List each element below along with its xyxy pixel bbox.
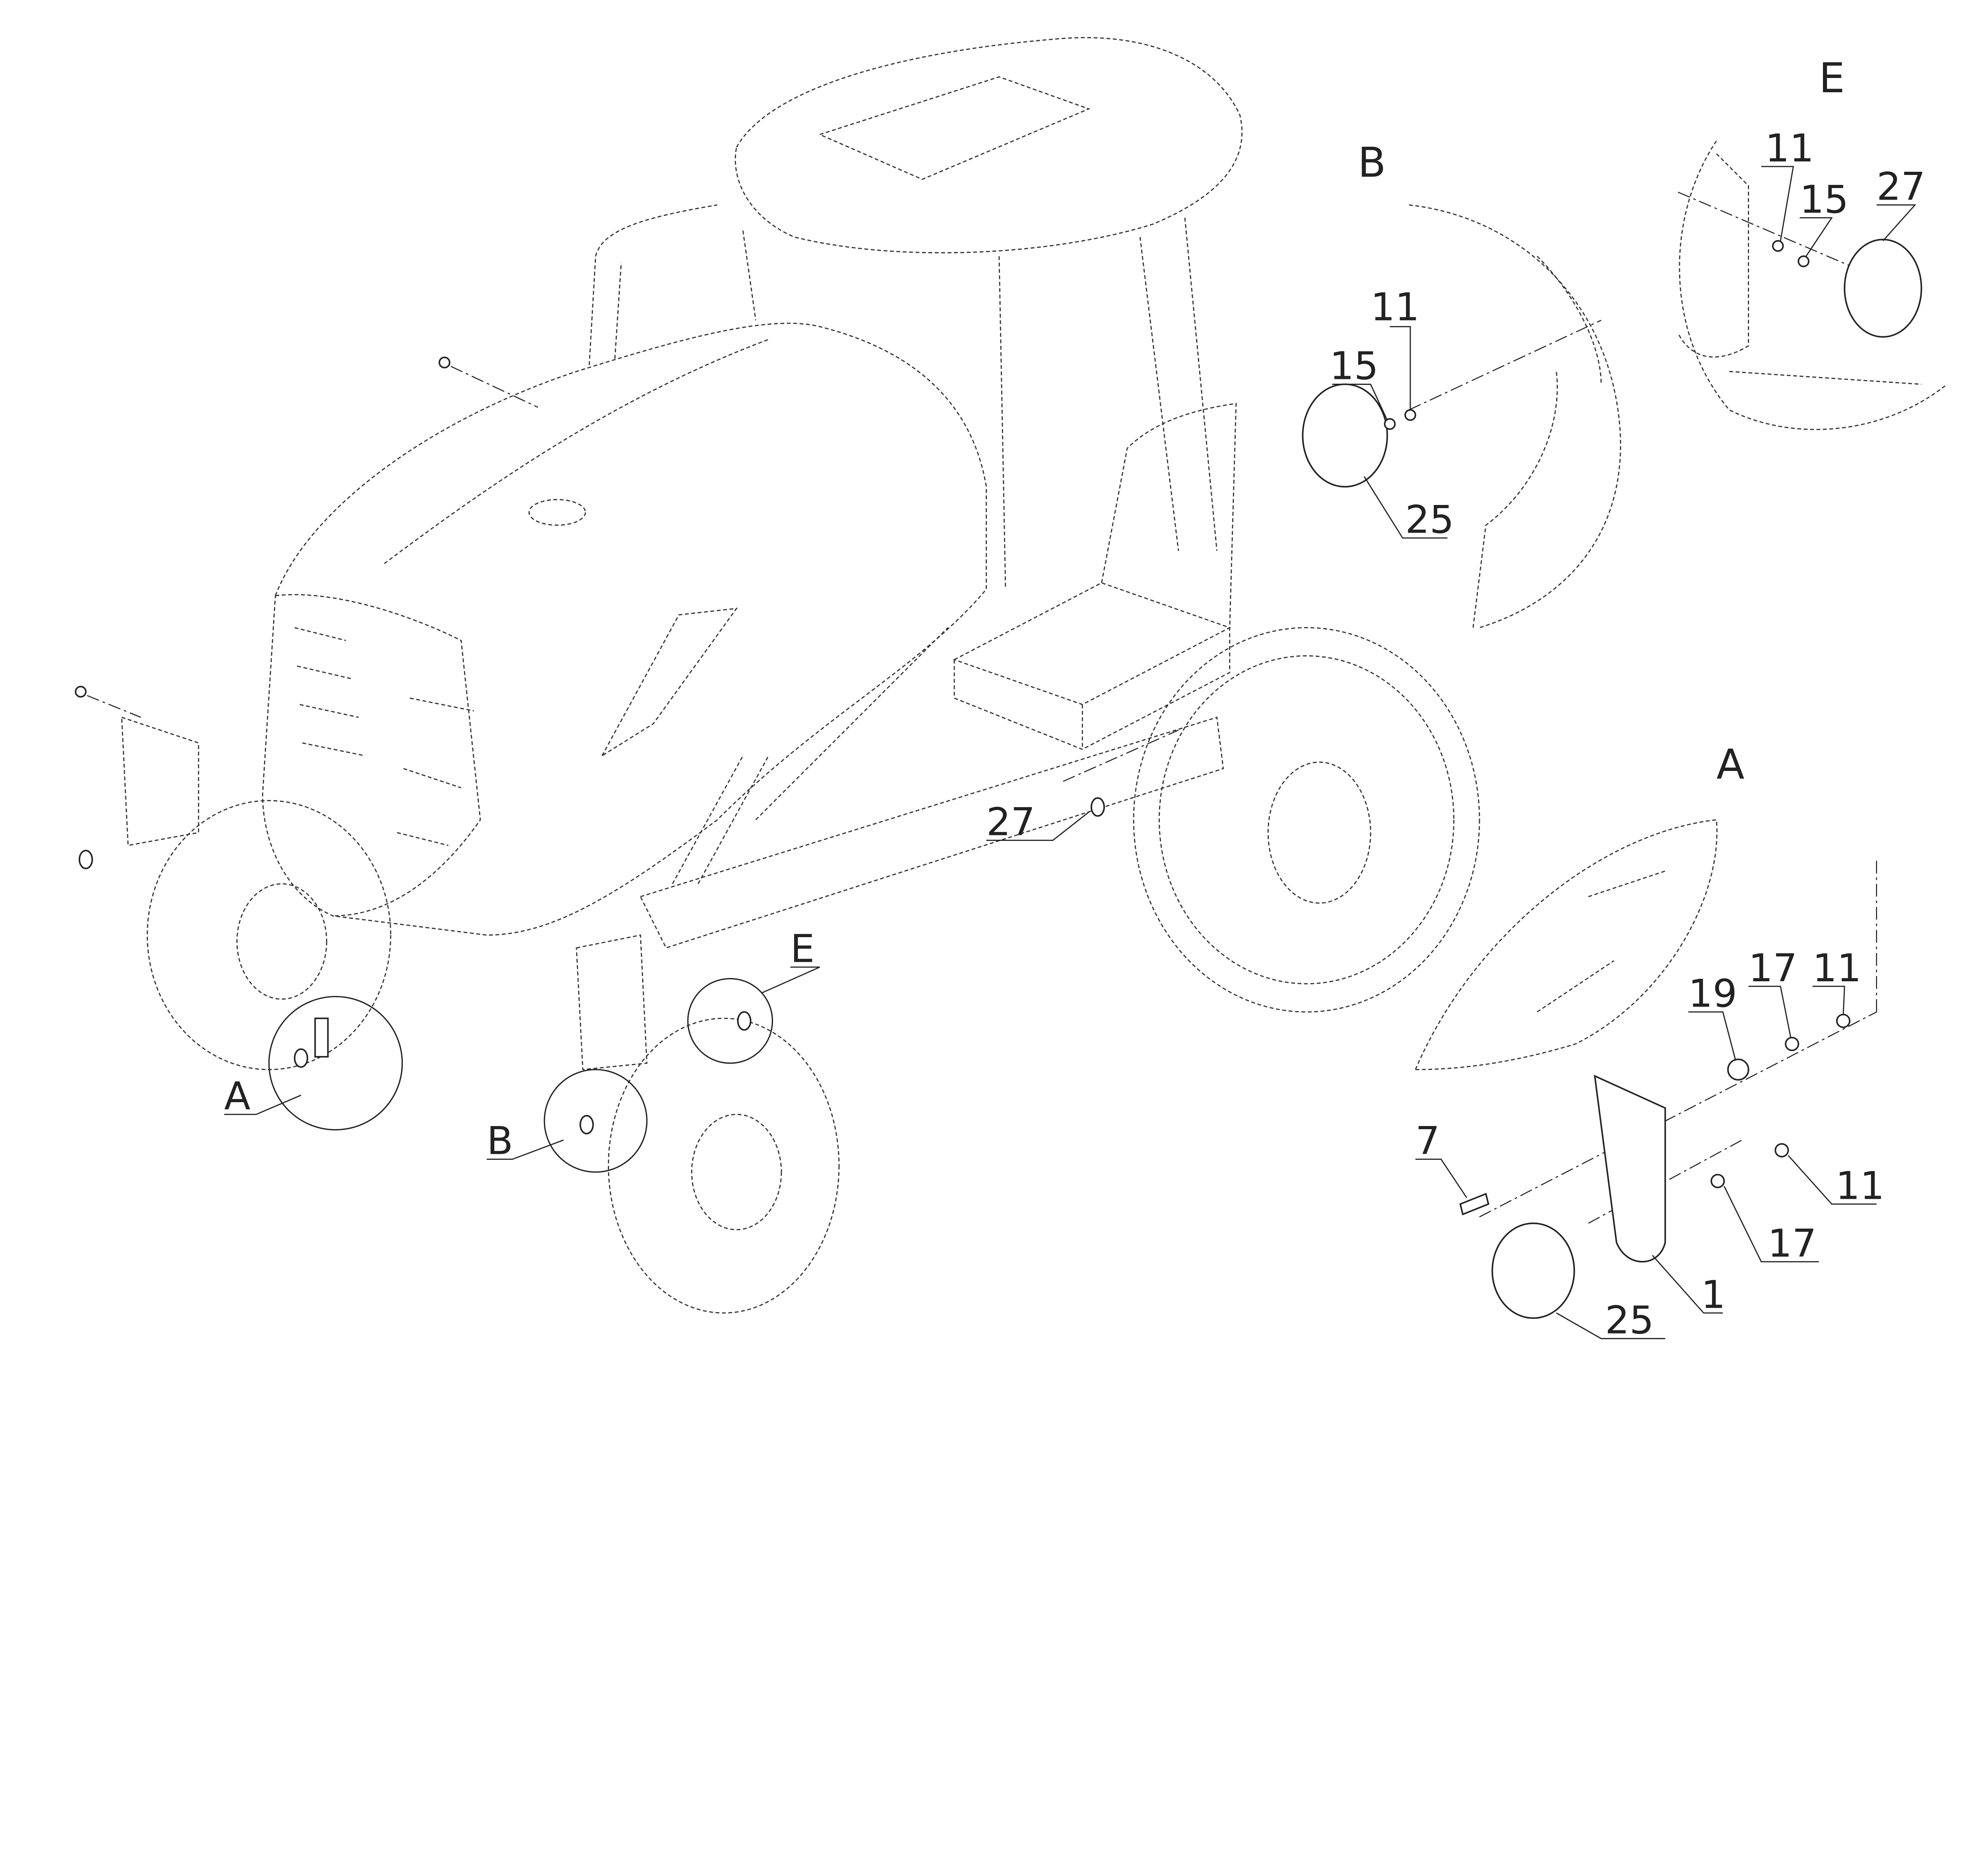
detail-a-callout-7: 7 bbox=[1415, 1118, 1440, 1163]
part-7-bolt bbox=[1459, 1192, 1489, 1215]
hood-seam bbox=[384, 339, 769, 564]
reflector-part bbox=[78, 850, 93, 870]
detail-b-title: B bbox=[1358, 139, 1386, 187]
part-17-washer-lower bbox=[1710, 1174, 1725, 1188]
part-15-washer bbox=[1798, 255, 1809, 268]
part-17-washer bbox=[1785, 1037, 1800, 1051]
front-wheel-left bbox=[147, 800, 392, 1070]
detail-a: A 19 17 11 7 11 17 1 25 bbox=[1414, 741, 1885, 1343]
detail-e-callout-11: 11 bbox=[1765, 126, 1814, 171]
reflector-part bbox=[75, 685, 87, 698]
detail-a-callout-17: 17 bbox=[1749, 946, 1798, 990]
detail-b-callout-11: 11 bbox=[1371, 284, 1419, 329]
side-decal bbox=[600, 608, 738, 757]
callout-detail-a: A bbox=[224, 1074, 250, 1118]
roof-panel bbox=[818, 76, 1091, 180]
detail-a-callout-25: 25 bbox=[1605, 1298, 1654, 1343]
part-27-reflector bbox=[1844, 239, 1922, 338]
platform-rail bbox=[1101, 403, 1237, 628]
detail-e: E 11 15 27 bbox=[1677, 54, 1947, 430]
side-vents bbox=[672, 627, 949, 884]
front-wheel-right bbox=[608, 1017, 840, 1314]
detail-e-title: E bbox=[1819, 54, 1845, 102]
grille-slots bbox=[294, 627, 474, 846]
frame bbox=[639, 716, 1224, 949]
reflector-part-27 bbox=[1090, 797, 1105, 817]
reflector-part bbox=[439, 356, 450, 369]
part-25-reflector bbox=[1491, 1222, 1575, 1319]
front-fender-right bbox=[576, 934, 648, 1070]
detail-a-callout-1: 1 bbox=[1701, 1272, 1725, 1317]
part-19-spacer bbox=[1727, 1058, 1749, 1081]
parts-diagram: 27 A B E B 11 15 25 E bbox=[75, 37, 1947, 1343]
part-25-reflector bbox=[1302, 383, 1388, 488]
rear-wheel bbox=[1133, 627, 1480, 1013]
platform bbox=[953, 582, 1231, 750]
hood-cap bbox=[528, 499, 586, 526]
part-11-nut bbox=[1836, 1013, 1850, 1028]
detail-a-callout-19: 19 bbox=[1688, 971, 1737, 1016]
part-15-washer bbox=[1384, 418, 1396, 430]
detail-a-callout-17-lower: 17 bbox=[1768, 1221, 1817, 1266]
grille bbox=[275, 594, 481, 916]
part-11-nut bbox=[1404, 409, 1416, 421]
part-11-nut bbox=[1772, 240, 1784, 252]
detail-b-callout-25: 25 bbox=[1405, 497, 1454, 542]
detail-e-callout-27: 27 bbox=[1877, 164, 1926, 209]
detail-circle-a[interactable] bbox=[268, 996, 403, 1131]
detail-circle-b[interactable] bbox=[544, 1069, 648, 1173]
detail-circle-e[interactable] bbox=[687, 978, 773, 1064]
cab-posts bbox=[742, 217, 1218, 589]
detail-a-callout-11-lower: 11 bbox=[1836, 1163, 1885, 1208]
detail-a-title: A bbox=[1716, 741, 1745, 789]
tractor-main-view: 27 A B E bbox=[75, 37, 1480, 1314]
hood bbox=[262, 322, 987, 936]
callout-27: 27 bbox=[986, 800, 1035, 845]
callout-detail-e: E bbox=[790, 926, 815, 971]
callout-detail-b: B bbox=[487, 1118, 513, 1163]
cab-roof bbox=[735, 37, 1243, 254]
part-1-bracket bbox=[1594, 1074, 1666, 1263]
detail-e-callout-15: 15 bbox=[1800, 177, 1848, 222]
part-11-nut-lower bbox=[1774, 1143, 1789, 1158]
detail-b: B 11 15 25 bbox=[1302, 139, 1621, 628]
front-fender-left bbox=[121, 716, 199, 846]
detail-a-callout-11: 11 bbox=[1813, 946, 1862, 990]
detail-b-callout-15: 15 bbox=[1330, 344, 1378, 388]
rollbar bbox=[588, 204, 718, 365]
